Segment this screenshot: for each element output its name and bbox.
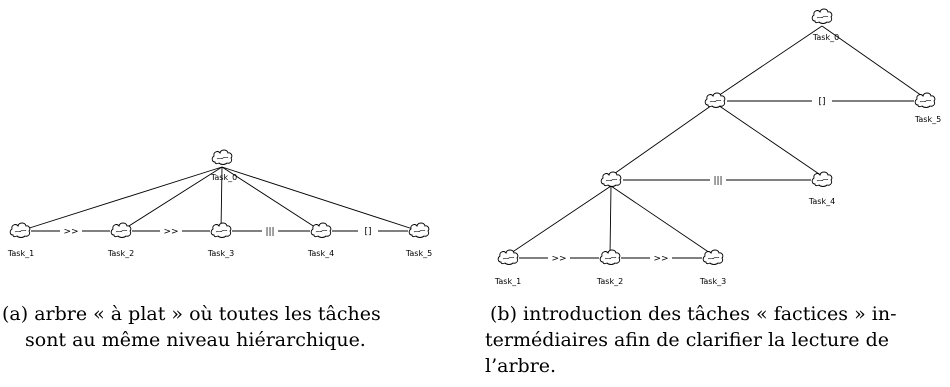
- abstract-task-icon: [600, 171, 622, 187]
- abstract-task-icon: [599, 249, 621, 265]
- edge-b-l1-task4: [714, 102, 823, 177]
- diagram-b: [] ||| >> >> Task_0 Task_5 Task_4 Task_1…: [494, 8, 941, 286]
- node-b-task2-label: Task_2: [596, 277, 623, 286]
- op-a-3-bg: [262, 225, 278, 237]
- abstract-task-icon: [110, 222, 132, 238]
- caption-b-line-2: termédiaires afin de clarifier la lectur…: [485, 329, 890, 351]
- diagram-a: >> >> ||| [] Task_0 Task_1 Task_2 Task_3…: [7, 149, 432, 258]
- operator-b-l2: |||: [713, 176, 722, 186]
- operator-a-2: >>: [163, 227, 178, 237]
- node-b-task3-label: Task_3: [699, 277, 726, 286]
- op-b-l2-bg: [710, 174, 726, 186]
- node-a-task3-label: Task_3: [207, 249, 234, 258]
- node-b-task5-label: Task_5: [914, 115, 941, 124]
- caption-a-line-2: sont au même niveau hiérarchique.: [25, 329, 366, 351]
- node-a-task2-label: Task_2: [107, 249, 134, 258]
- caption-b-line-1: (b) introduction des tâches « factices »…: [490, 303, 897, 325]
- abstract-task-icon: [702, 249, 724, 265]
- node-a-task5-label: Task_5: [405, 249, 432, 258]
- abstract-task-icon: [9, 222, 31, 238]
- operator-b-leaf-1: >>: [551, 254, 566, 264]
- node-b-task4-label: Task_4: [808, 197, 835, 206]
- operator-a-4: []: [364, 227, 371, 237]
- abstract-task-icon: [704, 92, 726, 108]
- edge-b-l1-l2: [610, 102, 716, 177]
- operator-a-1: >>: [63, 227, 78, 237]
- edge-a-root-task4: [221, 166, 322, 232]
- edge-b-l2-task1: [507, 185, 612, 256]
- operator-b-leaf-2: >>: [653, 254, 668, 264]
- caption-a-line-1: (a) arbre « à plat » où toutes les tâche…: [2, 303, 381, 325]
- edge-a-root-task5: [221, 166, 420, 232]
- caption-b-line-3: l’arbre.: [485, 355, 557, 377]
- edge-b-root-task5: [821, 25, 926, 99]
- node-a-task1-label: Task_1: [7, 249, 34, 258]
- edge-b-l2-task3: [610, 185, 714, 256]
- operator-b-l1: []: [818, 97, 825, 107]
- op-a-4-bg: [358, 225, 378, 237]
- node-b-root-label: Task_0: [812, 33, 839, 42]
- abstract-task-icon: [211, 149, 233, 165]
- abstract-task-icon: [811, 8, 833, 24]
- edge-a-root-task1: [19, 166, 223, 232]
- abstract-task-icon: [811, 171, 833, 187]
- abstract-task-icon: [497, 249, 519, 265]
- node-b-task1-label: Task_1: [494, 277, 521, 286]
- op-b-l1-bg: [812, 95, 832, 107]
- edge-a-root-task3: [220, 166, 223, 232]
- op-b-leaf2-bg: [650, 252, 672, 264]
- abstract-task-icon: [310, 222, 332, 238]
- task-tree-diagrams: >> >> ||| [] Task_0 Task_1 Task_2 Task_3…: [7, 8, 941, 286]
- op-b-leaf1-bg: [548, 252, 570, 264]
- edge-a-root-task2: [120, 166, 223, 232]
- op-a-2-bg: [160, 225, 182, 237]
- operator-a-3: |||: [265, 227, 274, 237]
- edge-b-root-left: [714, 25, 823, 99]
- abstract-task-icon: [914, 92, 936, 108]
- node-a-task4-label: Task_4: [307, 249, 334, 258]
- edge-b-l2-task2: [609, 185, 612, 256]
- abstract-task-icon: [408, 222, 430, 238]
- node-a-root-label: Task_0: [210, 173, 237, 182]
- op-a-1-bg: [60, 225, 82, 237]
- abstract-task-icon: [210, 222, 232, 238]
